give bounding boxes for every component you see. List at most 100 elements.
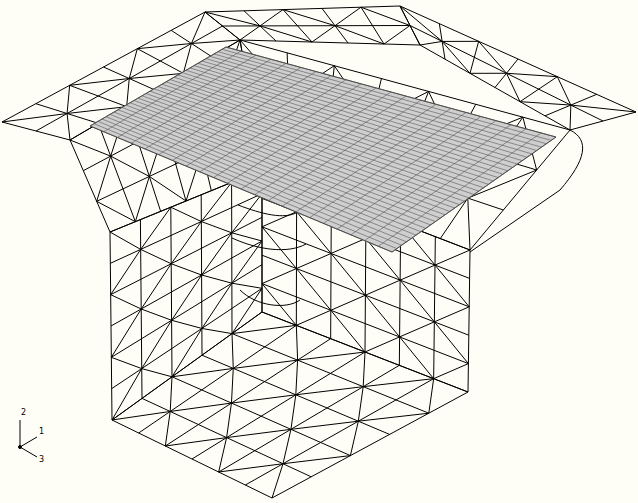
mesh-line <box>434 364 469 379</box>
blank-sheet <box>90 47 556 252</box>
blank-grid-line <box>90 47 226 126</box>
mesh-line <box>296 269 330 311</box>
mesh-line <box>192 352 365 459</box>
mesh-line <box>435 265 469 307</box>
axis-label: 1 <box>39 428 44 436</box>
blank-grid-line <box>365 129 526 241</box>
mesh-line <box>149 176 186 201</box>
mesh-line <box>165 339 330 446</box>
mesh-line <box>283 10 335 26</box>
mesh-line <box>442 41 470 73</box>
mesh-line <box>172 275 202 320</box>
mesh-line <box>358 387 363 422</box>
blank-grid-line <box>200 80 346 172</box>
blank-grid-line <box>227 88 376 183</box>
blank-grid-line <box>214 84 361 178</box>
mesh-line <box>112 411 170 420</box>
mesh-line <box>191 12 205 44</box>
mesh-line <box>170 403 231 411</box>
mesh-line <box>363 379 433 387</box>
mesh-line <box>272 392 468 498</box>
blank-grid-line <box>337 121 496 229</box>
mesh-line <box>272 464 283 498</box>
blank-grid-line <box>159 67 301 154</box>
mesh-line <box>111 295 142 309</box>
mesh-line <box>171 207 202 221</box>
mesh-line <box>201 222 231 233</box>
mesh-line <box>298 352 365 360</box>
mesh-line <box>434 237 436 379</box>
mesh-line <box>135 176 149 221</box>
blank-grid-line <box>104 51 241 132</box>
mesh-line <box>111 309 141 357</box>
mesh-line <box>67 114 70 141</box>
mesh-line <box>165 438 226 446</box>
mesh-line <box>365 280 400 295</box>
mesh-line <box>202 283 232 328</box>
mesh-line <box>434 322 468 364</box>
mesh-line <box>231 395 295 403</box>
mesh-line <box>227 403 232 438</box>
mesh-line <box>262 312 468 392</box>
mesh-line <box>479 41 507 73</box>
blank-grid-line <box>241 92 391 189</box>
mesh-line <box>142 320 172 368</box>
mesh-line <box>142 369 172 377</box>
mesh-line <box>141 249 172 263</box>
mesh-line <box>358 413 428 421</box>
mesh-line <box>2 114 67 123</box>
mesh-line <box>191 40 240 44</box>
mesh-line <box>112 288 262 388</box>
mesh-line <box>335 7 361 26</box>
blank-grid-line <box>172 72 316 161</box>
mesh-line <box>67 85 70 113</box>
mesh-line <box>137 44 191 49</box>
mesh-line <box>260 26 312 42</box>
mesh-line <box>283 456 350 464</box>
blank-grid-line <box>378 133 541 246</box>
mesh-line <box>361 7 410 25</box>
mesh-line <box>233 360 297 368</box>
mesh-line <box>111 249 141 294</box>
die-surface <box>2 6 636 498</box>
blank-grid-line <box>323 117 481 224</box>
mesh-line <box>365 295 399 337</box>
mesh-line <box>141 207 171 249</box>
blank-grid-line <box>268 100 421 200</box>
mesh-line <box>97 156 111 201</box>
mesh-line <box>520 102 571 105</box>
mesh-line <box>111 156 150 176</box>
mesh-line <box>232 325 296 333</box>
mesh-line <box>468 250 470 392</box>
mesh-line <box>291 395 296 430</box>
mesh-line <box>205 12 260 26</box>
mesh-line <box>468 198 470 250</box>
mesh-line <box>240 26 260 40</box>
mesh-line <box>262 227 296 269</box>
mesh-line <box>442 41 479 42</box>
mesh-line <box>283 429 291 463</box>
mesh-line <box>240 40 420 45</box>
mesh-line <box>262 312 468 392</box>
mesh-line <box>219 365 400 472</box>
mesh-line <box>291 421 358 429</box>
mesh-line <box>172 368 233 376</box>
blank-grid-line <box>131 59 271 143</box>
mesh-line <box>129 49 137 79</box>
blank-grid-line <box>392 137 556 252</box>
mesh-line <box>363 352 365 387</box>
mesh-line <box>400 6 636 112</box>
mesh-line <box>127 79 130 107</box>
mesh-line <box>139 325 297 433</box>
mesh-line <box>335 26 384 44</box>
mesh-line <box>331 295 366 310</box>
mesh-line <box>435 250 470 265</box>
mesh-line <box>400 280 434 322</box>
mesh-line <box>112 312 262 420</box>
blank-grid-line <box>296 108 451 212</box>
mesh-line <box>420 41 442 45</box>
mesh-line <box>112 369 142 420</box>
mesh-line <box>331 238 366 253</box>
mesh-line <box>231 368 233 403</box>
